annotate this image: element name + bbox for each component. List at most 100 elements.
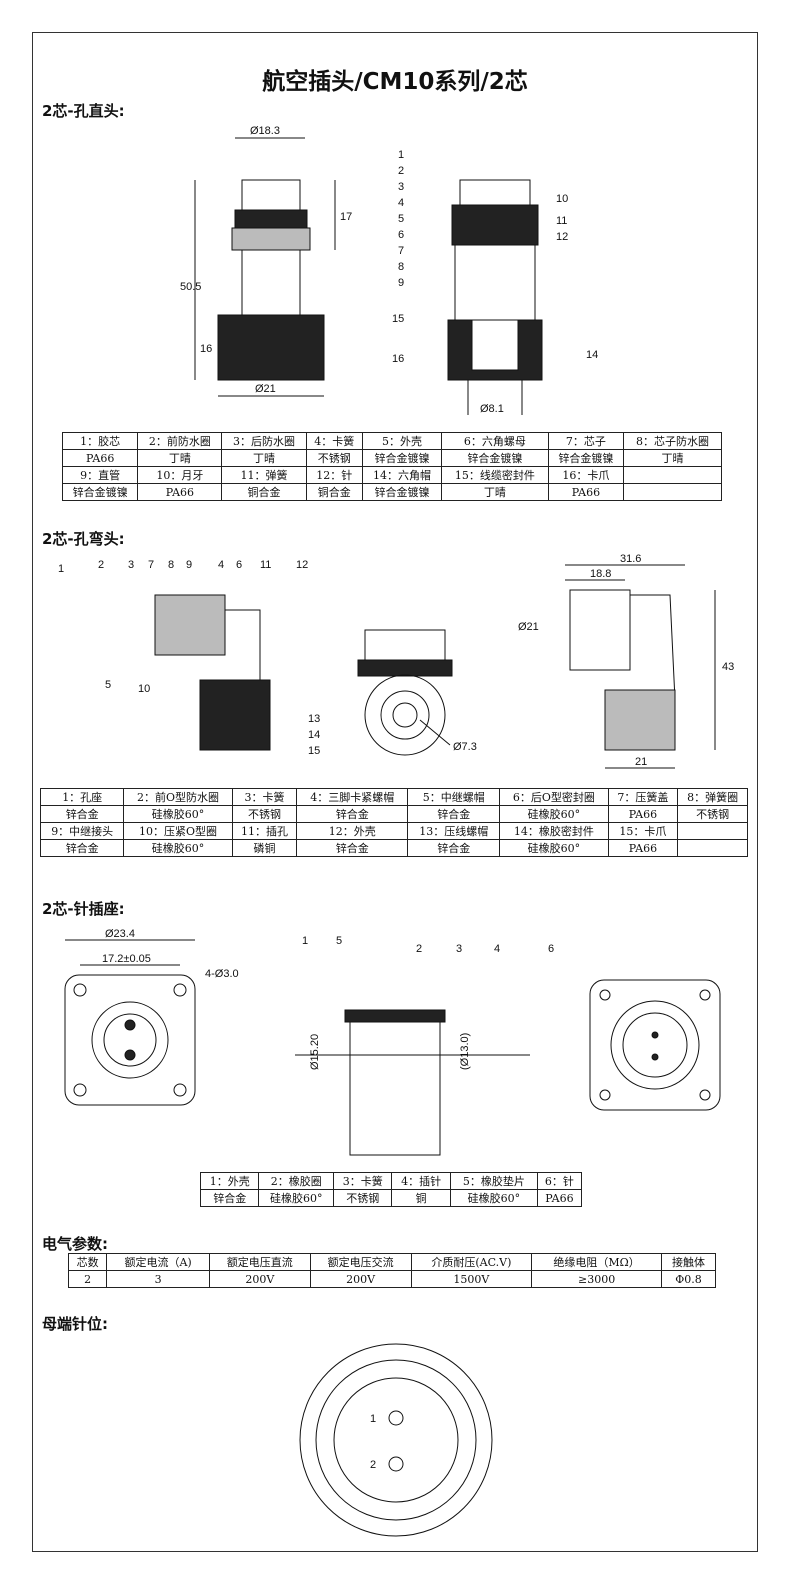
table-cell: 1：孔座	[39, 788, 125, 806]
table-cell: 硅橡胶60°	[499, 805, 609, 823]
table-cell: 锌合金	[407, 805, 501, 823]
svg-text:12: 12	[556, 231, 568, 243]
table-cell: 11：插孔	[231, 822, 298, 840]
svg-text:1: 1	[58, 563, 64, 575]
svg-text:15: 15	[392, 313, 404, 325]
table-cell: 锌合金	[39, 805, 125, 823]
socket-iso-drawing	[589, 979, 721, 1111]
table-cell: 锌合金镀镍	[441, 449, 549, 467]
section-pinout: 母端针位:	[42, 1315, 108, 1333]
table-cell: 丁晴	[441, 483, 549, 501]
svg-text:12: 12	[296, 559, 308, 571]
table-cell: 2：前防水圈	[137, 432, 223, 450]
dim-16: 16	[200, 343, 212, 355]
table-cell: 锌合金	[296, 839, 409, 857]
svg-text:5: 5	[105, 679, 111, 691]
pin-1-label: 1	[370, 1413, 376, 1425]
svg-text:1: 1	[302, 935, 308, 947]
svg-text:15: 15	[308, 745, 320, 757]
table-cell: 锌合金镀镍	[361, 483, 443, 501]
table-cell: 额定电流（A)	[106, 1253, 210, 1271]
table-cell: 6：六角螺母	[441, 432, 549, 450]
table-cell: 16：卡爪	[547, 466, 625, 484]
svg-text:7: 7	[148, 559, 154, 571]
table-row: 锌合金硅橡胶60°磷铜锌合金锌合金硅橡胶60°PA66	[39, 839, 748, 857]
table-cell: 9：直管	[61, 466, 139, 484]
table-cell: Φ0.8	[660, 1270, 717, 1288]
svg-text:5: 5	[336, 935, 342, 947]
table-cell: 8：弹簧圈	[677, 788, 748, 806]
table-cell: 不锈钢	[677, 805, 748, 823]
table-cell: 芯数	[67, 1253, 108, 1271]
table-cell: 不锈钢	[333, 1189, 393, 1207]
table-cell: 磷铜	[231, 839, 298, 857]
table-cell: 丁晴	[137, 449, 223, 467]
table-cell: 锌合金镀镍	[547, 449, 625, 467]
table-cell: 2	[67, 1270, 108, 1288]
svg-text:4: 4	[494, 943, 500, 955]
dim-43: 43	[722, 661, 734, 673]
table-cell: 3	[106, 1270, 210, 1288]
svg-text:11: 11	[556, 215, 567, 227]
svg-text:14: 14	[586, 349, 598, 361]
table-row: 锌合金硅橡胶60°不锈钢铜硅橡胶60°PA66	[199, 1189, 583, 1207]
table-cell: 5：中继螺帽	[407, 788, 501, 806]
table-cell: PA66	[61, 449, 139, 467]
table-cell: 硅橡胶60°	[123, 839, 233, 857]
table-cell: 9：中继接头	[39, 822, 125, 840]
table-cell: 1500V	[410, 1270, 533, 1288]
table-cell: 1：外壳	[199, 1172, 260, 1190]
dim-31-6: 31.6	[620, 553, 641, 565]
page-title: 航空插头/CM10系列/2芯	[262, 69, 528, 95]
section-straight: 2芯-孔直头:	[42, 102, 125, 120]
dim-d23-4: Ø23.4	[105, 928, 135, 940]
table-cell: 4：卡簧	[305, 432, 363, 450]
dim-d7-3: Ø7.3	[453, 741, 477, 753]
table-cell: 15：线缆密封件	[441, 466, 549, 484]
svg-text:6: 6	[398, 229, 404, 241]
svg-text:3: 3	[128, 559, 134, 571]
table-cell: PA66	[607, 839, 679, 857]
svg-text:7: 7	[398, 245, 404, 257]
table-cell: 200V	[309, 1270, 412, 1288]
svg-text:13: 13	[308, 713, 320, 725]
dim-50-5: 50.5	[180, 281, 201, 293]
dim-d8-1: Ø8.1	[480, 403, 504, 415]
table-cell: 14：橡胶密封件	[499, 822, 609, 840]
svg-text:2: 2	[98, 559, 104, 571]
table-cell: 硅橡胶60°	[123, 805, 233, 823]
table-cell	[677, 839, 748, 857]
table-cell: 铜合金	[305, 483, 363, 501]
table-cell: 锌合金镀镍	[61, 483, 139, 501]
svg-text:11: 11	[260, 559, 271, 571]
table-cell: 7：芯子	[547, 432, 625, 450]
dim-d15-20: Ø15.20	[309, 1034, 321, 1070]
table-cell: 8：芯子防水圈	[623, 432, 722, 450]
table-cell: 丁晴	[221, 449, 307, 467]
table-cell: 不锈钢	[305, 449, 363, 467]
svg-text:9: 9	[186, 559, 192, 571]
table-cell: 不锈钢	[231, 805, 298, 823]
table-cell	[677, 822, 748, 840]
svg-text:6: 6	[548, 943, 554, 955]
dim-17-2: 17.2±0.05	[102, 953, 151, 965]
table-cell: 锌合金	[296, 805, 409, 823]
table-cell: 4：插针	[391, 1172, 451, 1190]
svg-text:5: 5	[398, 213, 404, 225]
svg-text:14: 14	[308, 729, 320, 741]
table-cell: 6：后O型密封圈	[499, 788, 609, 806]
table-cell: 3：卡簧	[231, 788, 298, 806]
table-cell: 6：针	[536, 1172, 583, 1190]
section-electrical: 电气参数:	[42, 1235, 108, 1253]
table-cell: 5：外壳	[361, 432, 443, 450]
